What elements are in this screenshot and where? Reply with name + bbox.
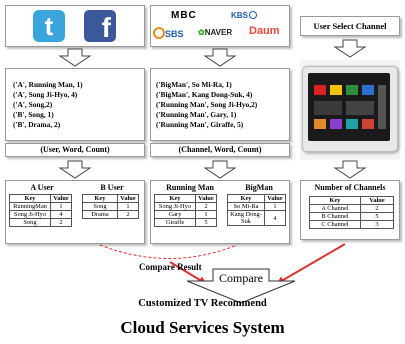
system-title: Cloud Services System — [120, 318, 285, 337]
tuple-item: ('B', Drama, 2) — [13, 119, 61, 129]
naver-leaf-icon: ✿ — [198, 28, 205, 37]
sbs-text: SBS — [165, 29, 184, 39]
table-title: Running Man — [166, 183, 214, 192]
naver-text: NAVER — [204, 28, 233, 37]
table-title: BigMan — [245, 183, 273, 192]
compare-label: Compare — [219, 271, 263, 285]
user-word-schema-box: (User, Word, Count) — [5, 143, 145, 157]
screen-tile — [362, 119, 374, 129]
tuple-item: ('A', Running Man, 1) — [13, 79, 83, 89]
down-arrow-icon — [58, 160, 92, 179]
recommend-label: Customized TV Recommend — [138, 298, 267, 309]
down-arrow-icon — [203, 160, 237, 179]
twitter-logo: t — [33, 10, 65, 42]
screen-tile — [314, 85, 326, 95]
table-cell: 5 — [195, 218, 217, 227]
channel-word-tuples-box: ('BigMan', So Mi-Ra, 1) ('BigMan', Kang … — [150, 68, 290, 141]
user-select-channel-box: User Select Channel — [300, 16, 400, 36]
screen-tile — [346, 85, 358, 95]
daum-logo: Daum — [249, 25, 280, 37]
naver-logo: ✿NAVER — [198, 28, 232, 37]
screen-tile — [330, 119, 342, 129]
tv-screen — [308, 73, 390, 141]
tuple-item: ('BigMan', So Mi-Ra, 1) — [156, 79, 232, 89]
mbc-logo: MBC — [171, 10, 197, 21]
table-cell: 3 — [360, 220, 394, 229]
compare-arrow — [186, 268, 296, 304]
tuple-item: ('A', Song Ji-Hyo, 4) — [13, 89, 78, 99]
down-arrow-icon — [333, 160, 367, 179]
down-arrow-icon — [203, 48, 237, 67]
table-title: B User — [100, 183, 124, 192]
user-select-channel-label: User Select Channel — [313, 21, 387, 31]
screen-tile — [346, 101, 374, 115]
table-cell: 2 — [117, 210, 139, 219]
media-logos-box: MBC KBS SBS ✿NAVER Daum — [150, 5, 290, 47]
tuple-item: ('Running Man', Song Ji-Hyo,2) — [156, 99, 258, 109]
screen-tile — [330, 85, 342, 95]
kang-dong-suk-cell: Kang Dong-Suk — [230, 211, 262, 225]
compare-connectors — [99, 243, 346, 285]
user-word-tuples-box: ('A', Running Man, 1) ('A', Song Ji-Hyo,… — [5, 68, 145, 141]
tuple-item: ('Running Man', Giraffe, 5) — [156, 119, 244, 129]
facebook-logo: f — [84, 10, 116, 43]
table-title: Number of Channels — [314, 183, 386, 192]
tuple-item: ('B', Song, 1) — [13, 109, 54, 119]
compare-result-label: Compare Result — [139, 262, 202, 272]
kbs-text: KBS — [231, 11, 248, 20]
screen-tile — [314, 119, 326, 129]
table-title: A User — [30, 183, 54, 192]
kbs-circle-icon — [248, 11, 257, 19]
schema-label: (User, Word, Count) — [40, 145, 110, 154]
kbs-logo: KBS — [231, 11, 257, 20]
screen-highlight — [378, 85, 386, 129]
sbs-logo: SBS — [153, 27, 184, 39]
schema-label: (Channel, Word, Count) — [178, 145, 262, 154]
table-cell: 4 — [264, 210, 286, 226]
tuple-item: ('BigMan', Kang Dong-Suk, 4) — [156, 89, 253, 99]
channel-word-schema-box: (Channel, Word, Count) — [150, 143, 290, 157]
smart-tv-image — [300, 60, 400, 160]
screen-tile — [362, 85, 374, 95]
social-logos-box: t f — [5, 5, 145, 47]
sbs-circle-icon — [153, 27, 165, 39]
down-arrow-icon — [58, 48, 92, 67]
red-arrow-right — [276, 243, 346, 285]
tuple-item: ('Running Man', Gary, 1) — [156, 109, 237, 119]
screen-tile — [346, 119, 358, 129]
tuple-item: ('A', Song,2) — [13, 99, 53, 109]
dashed-link-curve — [99, 244, 238, 259]
red-arrow-left — [169, 261, 207, 285]
screen-tile — [314, 101, 342, 115]
down-arrow-icon — [333, 39, 367, 58]
table-cell: 2 — [50, 218, 72, 227]
table-cell: Kang Dong-Suk — [227, 210, 265, 226]
